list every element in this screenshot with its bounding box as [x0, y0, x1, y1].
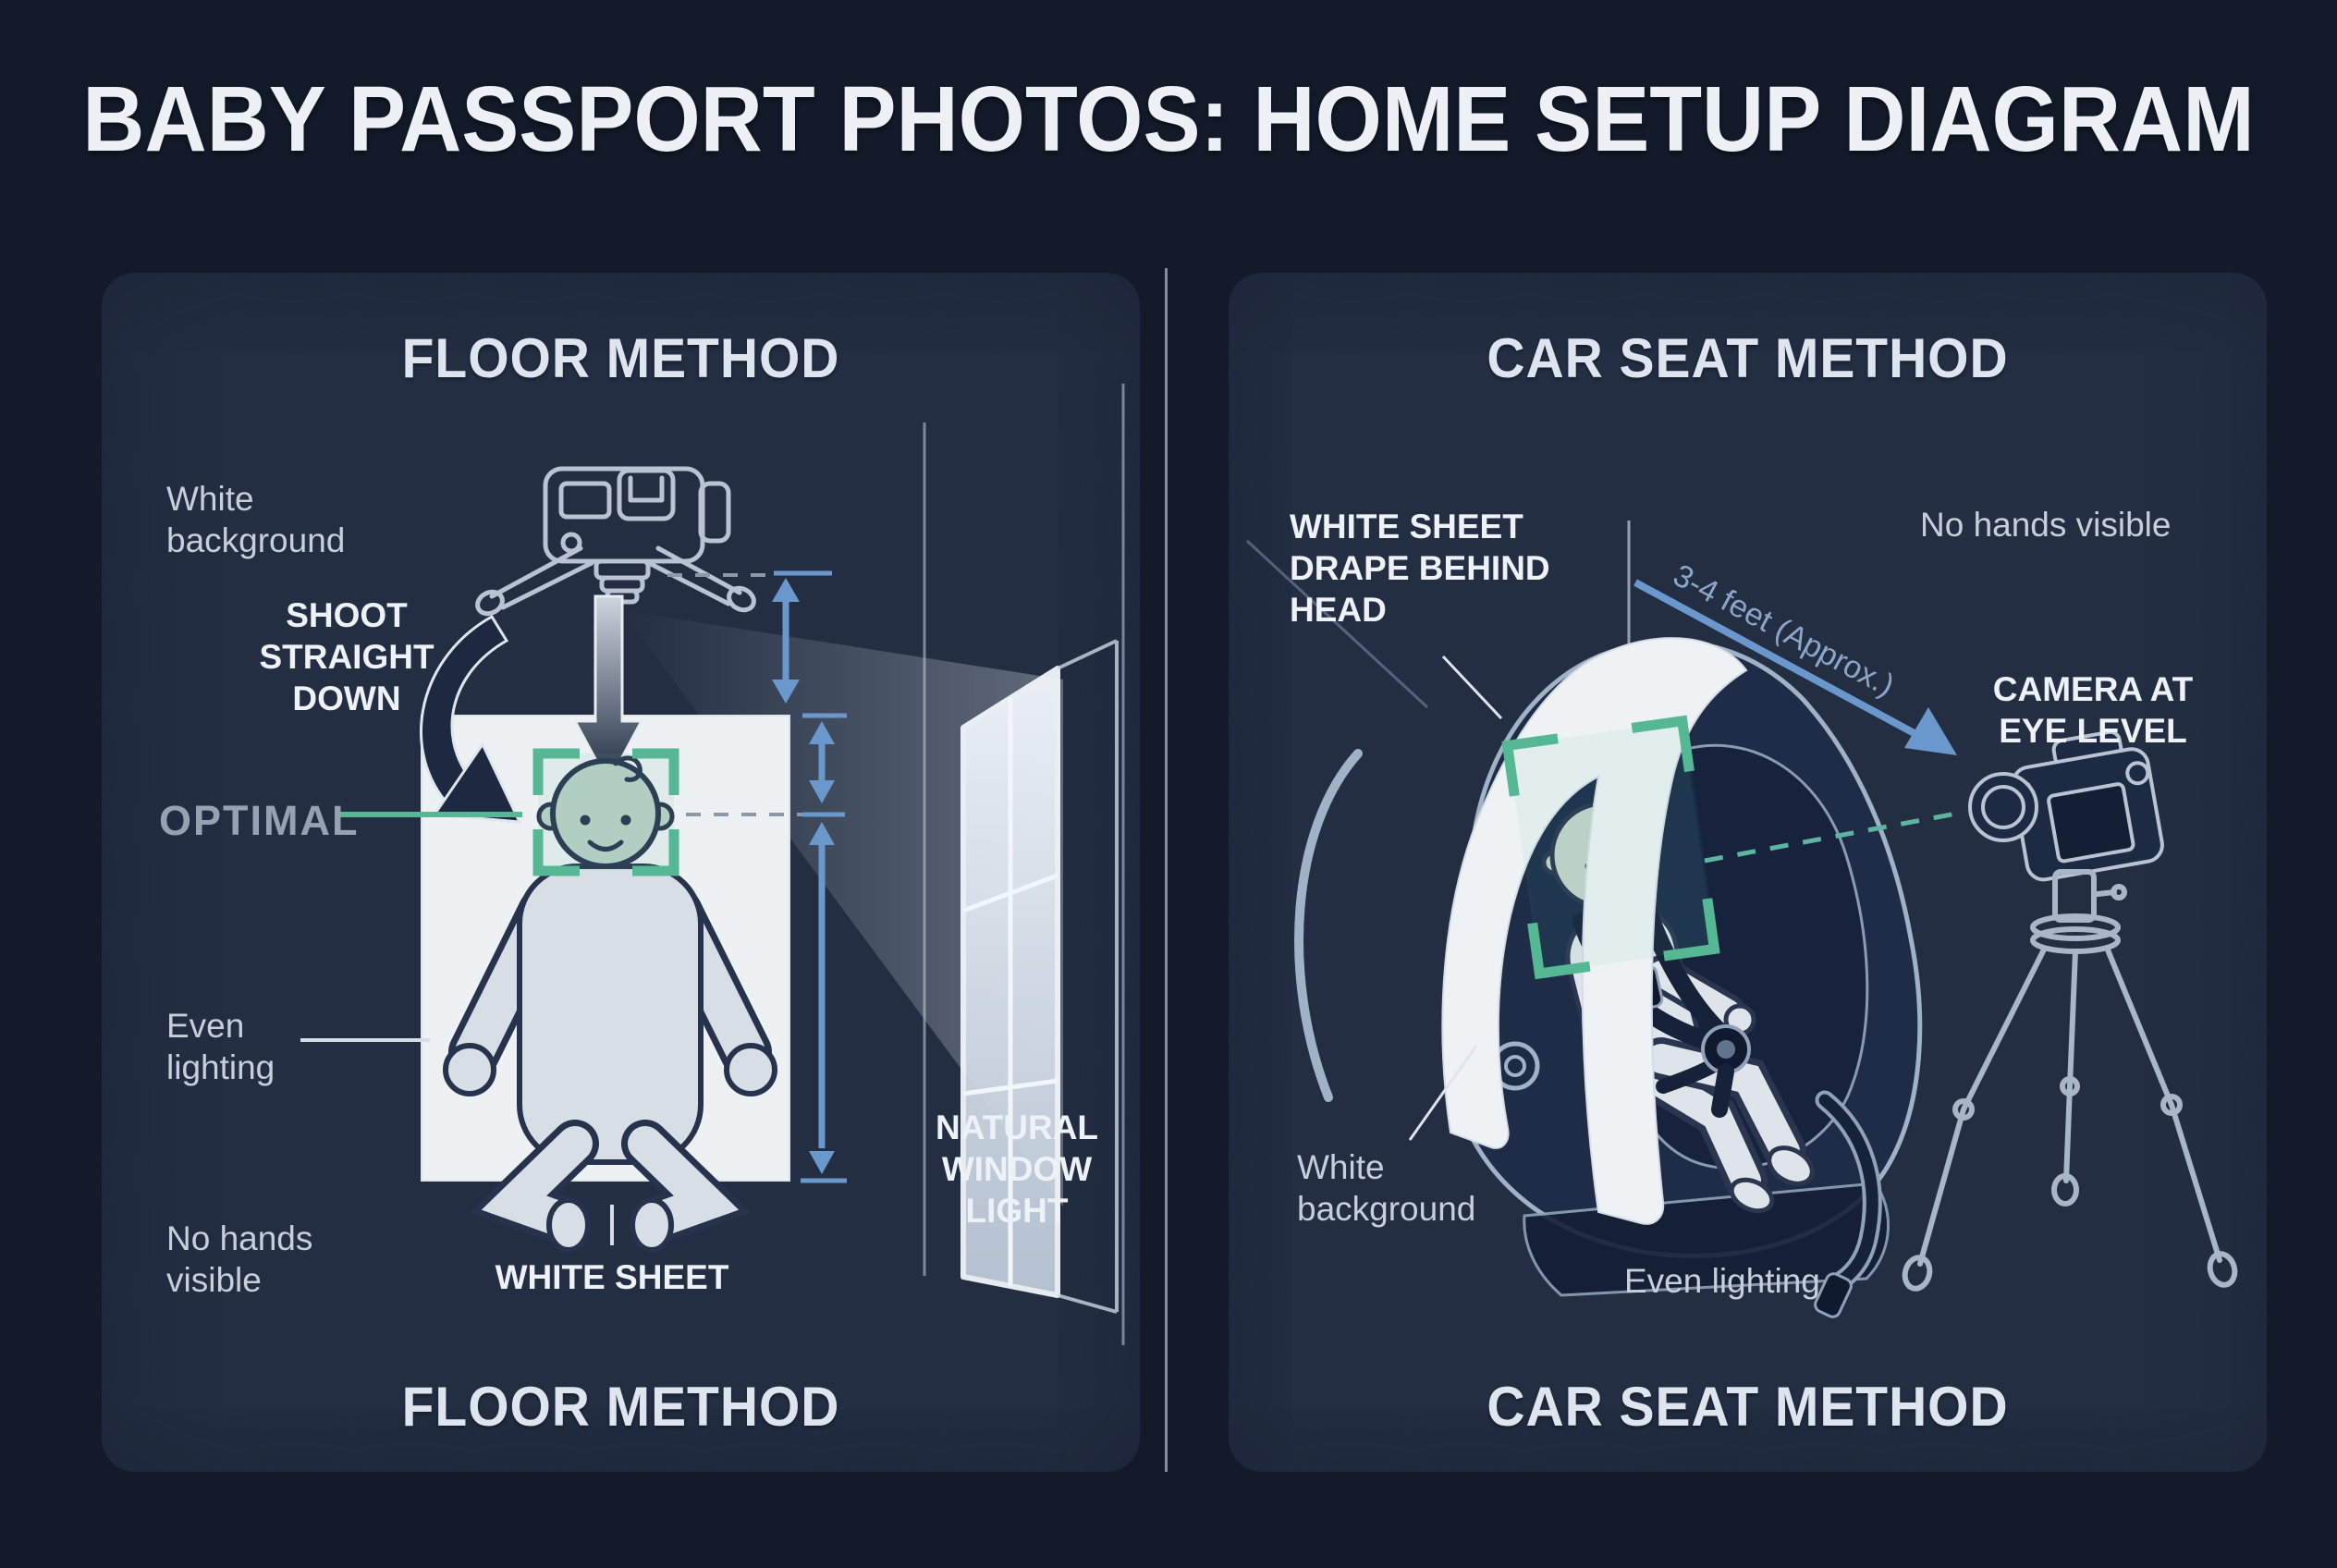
label-no-hands-visible: No hands visible [1920, 506, 2172, 544]
label-optimal: OPTIMAL [159, 797, 360, 844]
pointer-lines [300, 1038, 614, 1245]
label-even-lighting: Even lighting [166, 1007, 275, 1087]
camera-tripod-icon [1902, 729, 2238, 1292]
page-title: BABY PASSPORT PHOTOS: HOME SETUP DIAGRAM [82, 67, 2255, 171]
down-arrow [572, 594, 644, 787]
label-shoot-straight-down: SHOOT STRAIGHT DOWN [259, 596, 434, 718]
panel-divider [1165, 268, 1168, 1472]
room-corner-line [1245, 539, 1429, 709]
floor-method-illustration [300, 384, 1125, 1345]
label-white-background: White background [166, 480, 346, 560]
label-camera-at-eye-level: CAMERA AT EYE LEVEL [1992, 670, 2194, 751]
eye-level-dashes [1704, 809, 1967, 864]
label-natural-window-light: NATURAL WINDOW LIGHT [935, 1109, 1099, 1231]
face-focus-brackets [1501, 715, 1720, 980]
floor-method-panel: FLOOR METHOD White background SHOOT STRA… [102, 273, 1140, 1472]
curved-arrow [420, 614, 522, 824]
window-icon [960, 639, 1119, 1314]
face-focus-brackets [532, 748, 679, 876]
floor-method-footer: FLOOR METHOD [401, 1376, 840, 1438]
label-white-background: White background [1297, 1148, 1476, 1229]
pointer-lines [1408, 655, 1503, 1141]
label-no-hands-visible: No hands visible [166, 1219, 313, 1300]
camera-tripod-topdown-icon [475, 466, 756, 617]
baby-floor-illustration [443, 755, 777, 1253]
car-seat-method-panel: CAR SEAT METHOD WHITE SHEET DRAPE BEHIND… [1229, 273, 2267, 1472]
white-sheet-drape [1441, 637, 1748, 1225]
car-seat-method-footer: CAR SEAT METHOD [1487, 1376, 2009, 1438]
distance-arrow [1633, 579, 1957, 755]
car-seat-illustration [1245, 521, 2238, 1318]
label-even-lighting: Even lighting [1624, 1262, 1820, 1300]
room-lines [923, 384, 1125, 1345]
label-white-sheet-drape: WHITE SHEET DRAPE BEHIND HEAD [1290, 508, 1550, 630]
car-seat-method-header: CAR SEAT METHOD [1487, 327, 2009, 389]
label-white-sheet: WHITE SHEET [495, 1258, 729, 1296]
measurement-arrows [667, 570, 847, 1183]
floor-method-header: FLOOR METHOD [401, 327, 840, 389]
